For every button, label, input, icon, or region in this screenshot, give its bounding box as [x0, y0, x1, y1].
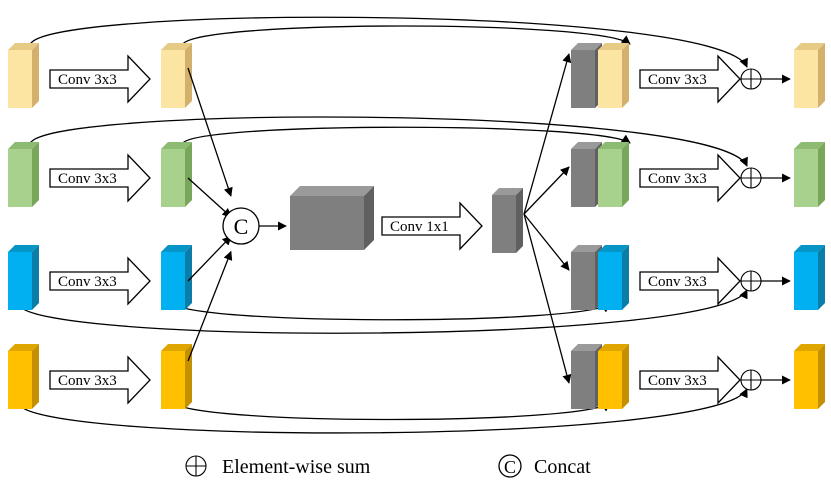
concat-symbol: C: [234, 214, 249, 239]
connections: [187, 53, 791, 391]
conv3x3-arrow-green-right: Conv 3x3: [639, 153, 741, 203]
sum-node-green: [740, 167, 791, 189]
output-block-blue: [794, 245, 825, 310]
gray-block-blue: [571, 245, 602, 310]
sum-node-orange: [740, 369, 791, 391]
conv-label: Conv 3x3: [58, 171, 117, 187]
conv3x3-arrow-blue-right: Conv 3x3: [639, 256, 741, 306]
conv-label: Conv 3x3: [58, 373, 117, 389]
fusion-block: [290, 186, 374, 250]
conv3x3-arrow-green-left: Conv 3x3: [49, 153, 151, 203]
line-yellow-to-concat: [187, 67, 233, 197]
skip-orange-outer: [17, 388, 748, 434]
sum-node-blue: [740, 270, 791, 292]
output-block-green: [794, 142, 825, 207]
sum-legend-icon: [185, 455, 207, 477]
conv-label: Conv 3x3: [648, 72, 707, 88]
sum-legend-label: Element-wise sum: [222, 456, 371, 478]
input-block-orange: [8, 344, 39, 409]
conv-label: Conv 3x3: [58, 274, 117, 290]
input-block-yellow: [8, 43, 39, 108]
line-fuse-to-blue: [523, 213, 570, 271]
skip-yellow-outer: [29, 16, 748, 68]
skip-green-inner: [182, 126, 631, 144]
fused-output-block: [492, 188, 523, 253]
line-fuse-to-orange: [523, 213, 572, 384]
input-block-green: [8, 142, 39, 207]
gray-block-orange: [571, 344, 602, 409]
output-block-orange: [794, 344, 825, 409]
output-block-yellow: [794, 43, 825, 108]
conv1x1-arrow: Conv 1x1: [381, 201, 483, 251]
concat-block-blue: [598, 245, 629, 310]
legend: Element-wise sum C Concat: [185, 454, 591, 478]
conv-label: Conv 1x1: [390, 219, 449, 235]
sum-node-yellow: [740, 68, 791, 90]
input-block-blue: [8, 245, 39, 310]
concat-legend-label: Concat: [534, 456, 591, 478]
conv3x3-arrow-orange-right: Conv 3x3: [639, 355, 741, 405]
line-fuse-to-green: [523, 166, 570, 215]
skip-orange-inner: [173, 402, 611, 421]
skip-yellow-inner: [182, 25, 631, 45]
mid-block-yellow: [161, 43, 192, 108]
line-green-to-concat: [187, 177, 232, 218]
line-fuse-to-yellow: [523, 53, 572, 215]
concat-legend-symbol: C: [504, 457, 516, 477]
skip-blue-inner: [173, 303, 611, 321]
mid-block-blue: [161, 245, 192, 310]
mid-block-green: [161, 142, 192, 207]
conv-label: Conv 3x3: [58, 72, 117, 88]
concat-legend-icon: C: [498, 454, 522, 478]
line-orange-to-concat: [187, 250, 233, 362]
concat-block-green: [598, 142, 629, 207]
conv-label: Conv 3x3: [648, 274, 707, 290]
conv3x3-arrow-yellow-right: Conv 3x3: [639, 54, 741, 104]
conv3x3-arrow-yellow-left: Conv 3x3: [49, 54, 151, 104]
feature-blocks: [8, 43, 825, 409]
conv-label: Conv 3x3: [648, 373, 707, 389]
concat-node: C: [222, 207, 260, 245]
conv3x3-arrow-orange-left: Conv 3x3: [49, 355, 151, 405]
line-blue-to-concat: [187, 235, 232, 282]
gray-block-green: [571, 142, 602, 207]
conv3x3-arrow-blue-left: Conv 3x3: [49, 256, 151, 306]
conv-label: Conv 3x3: [648, 171, 707, 187]
mid-block-orange: [161, 344, 192, 409]
concat-block-yellow: [598, 43, 629, 108]
skip-blue-outer: [17, 289, 748, 334]
concat-block-orange: [598, 344, 629, 409]
skip-connections: [17, 16, 748, 434]
gray-block-yellow: [571, 43, 602, 108]
skip-green-outer: [29, 116, 748, 167]
